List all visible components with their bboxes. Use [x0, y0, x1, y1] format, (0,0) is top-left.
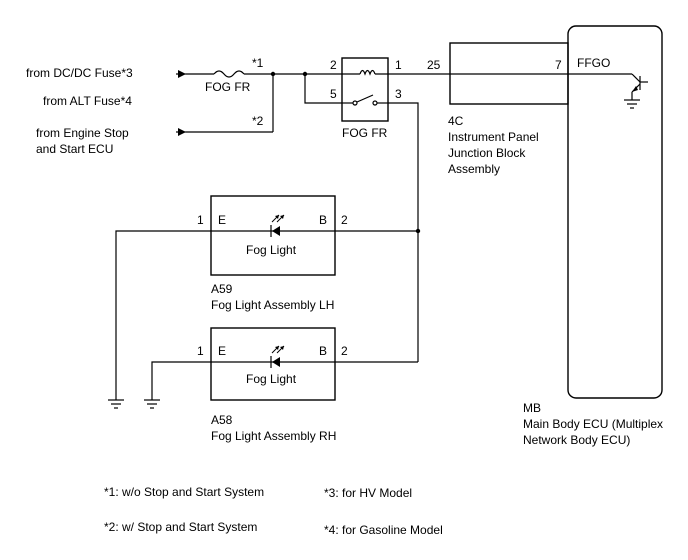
note-3: *3: for HV Model	[324, 486, 412, 500]
fog-lh-pin-e-number: 1	[197, 213, 204, 227]
fog-light-rh-box	[210, 327, 336, 401]
fog-lh-led-icon	[270, 214, 285, 237]
engine-note-mark-2: *2	[252, 114, 264, 128]
fog-lh-code: A59	[211, 282, 233, 296]
fog-rh-label: Fog Light	[246, 372, 297, 386]
ground-rh-icon	[144, 399, 160, 409]
fog-rh-pin-b: B	[319, 344, 327, 358]
fog-rh-pin-b-number: 2	[341, 344, 348, 358]
fog-rh-pin-e-number: 1	[197, 344, 204, 358]
ecu-box	[567, 25, 663, 399]
fog-lh-pin-b: B	[319, 213, 327, 227]
jb-name-line1: Instrument Panel	[448, 130, 539, 144]
fog-lh-name: Fog Light Assembly LH	[211, 298, 334, 312]
fog-lh-pin-e: E	[218, 213, 226, 227]
fog-rh-code: A58	[211, 413, 233, 427]
source-engine-ecu-line2: and Start ECU	[36, 142, 113, 156]
ecu-name-line2: Network Body ECU)	[523, 433, 630, 447]
fog-lh-pin-b-number: 2	[341, 213, 348, 227]
fuse-note-mark-1: *1	[252, 56, 264, 70]
jb-pin-7: 7	[555, 58, 562, 72]
jb-name-line2: Junction Block	[448, 146, 526, 160]
fog-lh-label: Fog Light	[246, 243, 297, 257]
relay-box	[341, 57, 389, 122]
fog-rh-led-icon	[270, 345, 285, 368]
note-1: *1: w/o Stop and Start System	[104, 485, 264, 499]
fuse-symbol	[213, 70, 245, 78]
fog-light-lh-box	[210, 195, 336, 276]
engine-input-arrow	[176, 128, 186, 136]
transistor-symbol	[568, 73, 648, 100]
relay-pin-2: 2	[330, 58, 337, 72]
note-2: *2: w/ Stop and Start System	[104, 520, 257, 534]
fuse-label: FOG FR	[205, 80, 251, 94]
wire-fog-lh-ground	[115, 230, 211, 400]
relay-pin-5: 5	[330, 87, 337, 101]
jb-code: 4C	[448, 114, 464, 128]
wire-fog-rh-ground	[151, 361, 211, 400]
ecu-name-line1: Main Body ECU (Multiplex	[523, 417, 663, 431]
ecu-signal-ffgo: FFGO	[577, 56, 610, 70]
source-engine-ecu-line1: from Engine Stop	[36, 126, 129, 140]
relay-switch-contact-a	[352, 100, 358, 106]
relay-switch-blade	[356, 94, 374, 103]
jb-name-line3: Assembly	[448, 162, 500, 176]
ground-lh-icon	[108, 399, 124, 409]
relay-label: FOG FR	[342, 126, 388, 140]
relay-pin-1: 1	[395, 58, 402, 72]
relay-switch-contact-b	[372, 100, 378, 106]
relay-coil-symbol	[359, 69, 376, 76]
wire-to-relay-pin5	[304, 74, 342, 104]
source-dcdc-fuse: from DC/DC Fuse*3	[26, 66, 133, 80]
relay-pin-3: 3	[395, 87, 402, 101]
source-alt-fuse: from ALT Fuse*4	[43, 94, 132, 108]
ecu-code: MB	[523, 401, 541, 415]
fog-rh-name: Fog Light Assembly RH	[211, 429, 336, 443]
ecu-ground-icon	[624, 99, 640, 109]
note-4: *4: for Gasoline Model	[324, 523, 443, 537]
fog-rh-pin-e: E	[218, 344, 226, 358]
dcdc-input-arrow	[176, 70, 186, 78]
jb-pin-25: 25	[427, 58, 441, 72]
wire-relay-output	[388, 102, 419, 362]
